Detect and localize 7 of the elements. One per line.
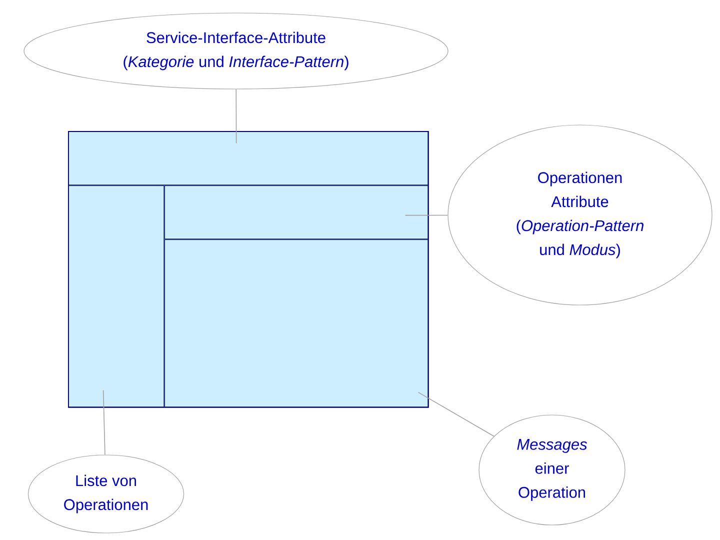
panel-region <box>68 131 428 186</box>
panel-region <box>68 185 164 408</box>
leader-line <box>418 392 494 437</box>
panel-region <box>164 185 428 240</box>
leader-line <box>102 390 106 456</box>
leader-line <box>404 214 448 216</box>
leader-line <box>236 88 237 144</box>
